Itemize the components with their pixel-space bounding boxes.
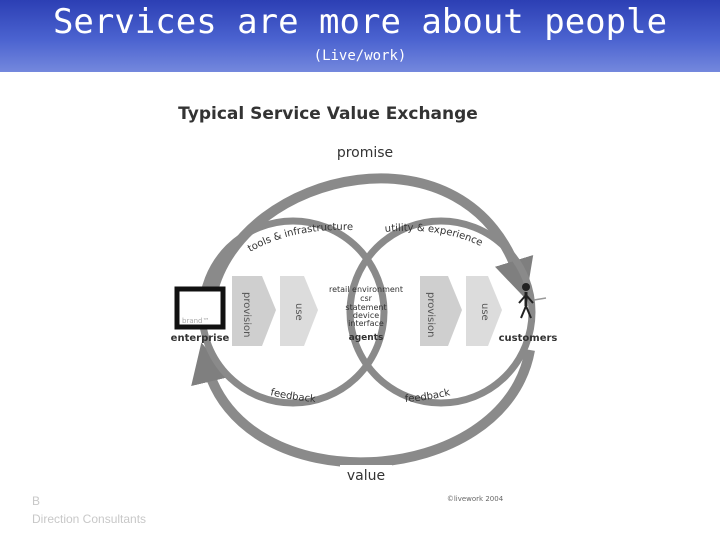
center-item: agents: [349, 333, 384, 343]
slide-title: Services are more about people: [52, 2, 668, 42]
use-right-label: use: [479, 303, 490, 321]
customers-label: customers: [499, 333, 558, 344]
value-label: value: [347, 468, 385, 484]
customer-circle: [346, 217, 536, 407]
brand-box: [174, 286, 226, 330]
provision-right-arrow: [420, 276, 462, 346]
footer-line-2: Direction Consultants: [32, 512, 147, 526]
footer-line-1: B: [32, 494, 41, 508]
provision-left-arrow: [232, 276, 276, 346]
brand-label: brand™: [182, 317, 210, 325]
center-item: interface: [348, 319, 384, 328]
use-left-label: use: [293, 303, 304, 321]
customer-person-icon: [518, 283, 547, 319]
value-arrow: [191, 342, 535, 468]
center-item: csr: [360, 294, 373, 303]
title-banner: [0, 0, 720, 72]
diagram-title: Typical Service Value Exchange: [178, 104, 478, 124]
promise-label: promise: [337, 145, 393, 161]
promise-arrow: [207, 173, 534, 300]
center-item: retail environment: [329, 285, 403, 294]
center-item: statement: [345, 303, 386, 312]
footer: B Direction Consultants: [32, 492, 146, 528]
provision-right-label: provision: [425, 292, 436, 338]
use-right-arrow: [466, 276, 502, 346]
copyright-label: ©livework 2004: [447, 495, 504, 503]
use-left-arrow: [280, 276, 318, 346]
center-item: device: [353, 311, 379, 320]
slide-subtitle: (Live/work): [313, 48, 407, 64]
provision-left-label: provision: [241, 292, 252, 338]
enterprise-label: enterprise: [171, 333, 230, 344]
